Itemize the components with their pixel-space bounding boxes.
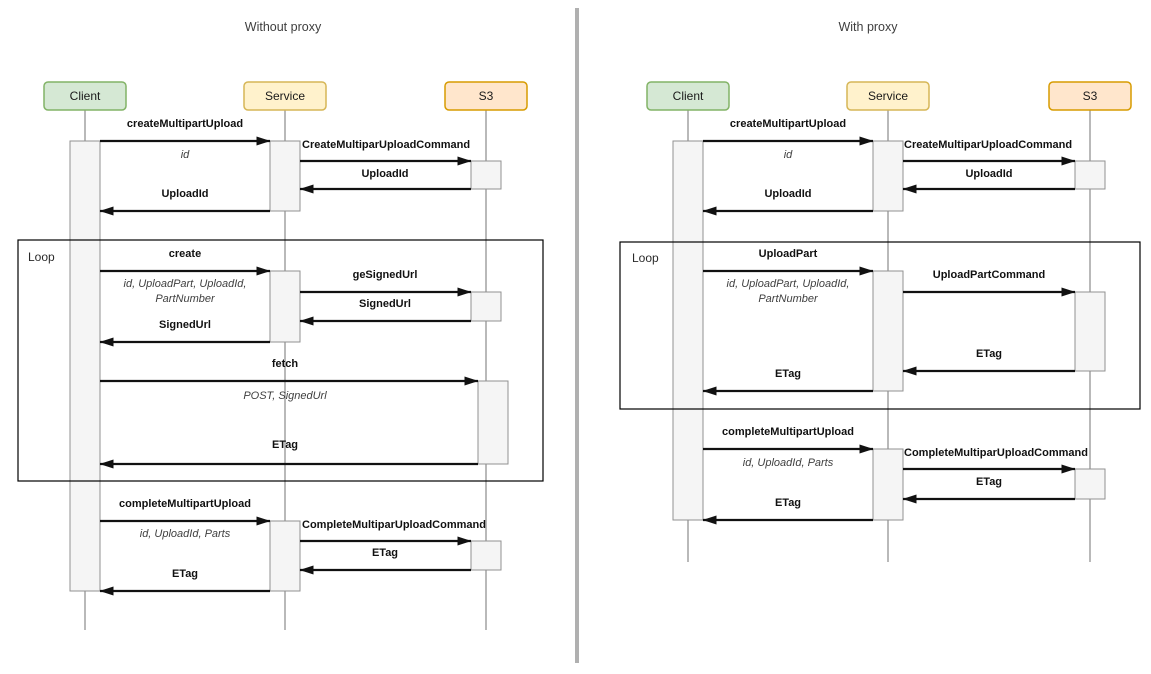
activation-s3 <box>470 540 502 571</box>
message-label: UploadId <box>965 168 1012 180</box>
params-line: POST, SignedUrl <box>243 390 327 402</box>
activation-s3 <box>1074 291 1106 372</box>
activation-s3 <box>477 380 509 465</box>
params-line: id, UploadId, Parts <box>743 457 834 469</box>
params-line: id <box>181 149 190 161</box>
message-label: fetch <box>272 358 299 370</box>
diagram-title: With proxy <box>838 20 898 34</box>
activation-client <box>672 140 704 521</box>
loop-frame <box>619 241 1141 410</box>
params-line: id, UploadPart, UploadId, <box>727 278 850 290</box>
message-params: id, UploadId, Parts <box>743 457 834 469</box>
activation-service <box>872 270 904 392</box>
params-line: PartNumber <box>758 293 819 305</box>
loop-label: Loop <box>632 251 659 265</box>
message-label: ETag <box>372 547 398 559</box>
loop-frame <box>17 239 544 482</box>
message-label: ETag <box>775 497 801 509</box>
params-line: id, UploadPart, UploadId, <box>124 278 247 290</box>
message-params: id <box>181 149 190 161</box>
participant-service <box>243 81 327 111</box>
message-label: completeMultipartUpload <box>119 498 251 510</box>
participant-label: Client <box>70 89 101 103</box>
activation-service <box>269 520 301 592</box>
participant-label: Client <box>673 89 704 103</box>
activation-service <box>269 140 301 212</box>
participant-label: Service <box>868 89 908 103</box>
participant-service <box>846 81 930 111</box>
params-line: PartNumber <box>155 293 216 305</box>
message-label: UploadId <box>161 188 208 200</box>
message-label: UploadPartCommand <box>933 269 1045 281</box>
participant-label: S3 <box>1083 89 1098 103</box>
activation-service <box>872 140 904 212</box>
activation-service <box>269 270 301 343</box>
message-label: UploadPart <box>759 248 818 260</box>
message-label: CreateMultiparUploadCommand <box>302 139 470 151</box>
message-params: id, UploadPart, UploadId, PartNumber <box>727 278 850 305</box>
message-label: ETag <box>272 439 298 451</box>
message-label: createMultipartUpload <box>127 118 243 130</box>
message-label: ETag <box>172 568 198 580</box>
message-label: UploadId <box>361 168 408 180</box>
message-label: completeMultipartUpload <box>722 426 854 438</box>
message-label: ETag <box>976 348 1002 360</box>
message-label: SignedUrl <box>159 319 211 331</box>
activation-s3 <box>1074 468 1106 500</box>
activation-service <box>872 448 904 521</box>
message-label: ETag <box>775 368 801 380</box>
activation-s3 <box>1074 160 1106 190</box>
activation-client <box>69 140 101 592</box>
participant-s3 <box>444 81 528 111</box>
params-line: id, UploadId, Parts <box>140 528 231 540</box>
message-label: SignedUrl <box>359 298 411 310</box>
message-label: UploadId <box>764 188 811 200</box>
message-label: geSignedUrl <box>353 269 418 281</box>
params-line: id <box>784 149 793 161</box>
participant-label: S3 <box>479 89 494 103</box>
participant-client <box>646 81 730 111</box>
message-label: CompleteMultiparUploadCommand <box>904 447 1088 459</box>
message-params: POST, SignedUrl <box>243 390 327 402</box>
message-label: ETag <box>976 476 1002 488</box>
participant-client <box>43 81 127 111</box>
activation-s3 <box>470 160 502 190</box>
participant-s3 <box>1048 81 1132 111</box>
activation-s3 <box>470 291 502 322</box>
message-params: id <box>784 149 793 161</box>
message-params: id, UploadId, Parts <box>140 528 231 540</box>
diagram-title: Without proxy <box>245 20 322 34</box>
message-label: CreateMultiparUploadCommand <box>904 139 1072 151</box>
message-params: id, UploadPart, UploadId, PartNumber <box>124 278 247 305</box>
participant-label: Service <box>265 89 305 103</box>
loop-label: Loop <box>28 250 55 264</box>
message-label: createMultipartUpload <box>730 118 846 130</box>
message-label: CompleteMultiparUploadCommand <box>302 519 486 531</box>
panel-divider <box>575 8 579 663</box>
message-label: create <box>169 248 201 260</box>
